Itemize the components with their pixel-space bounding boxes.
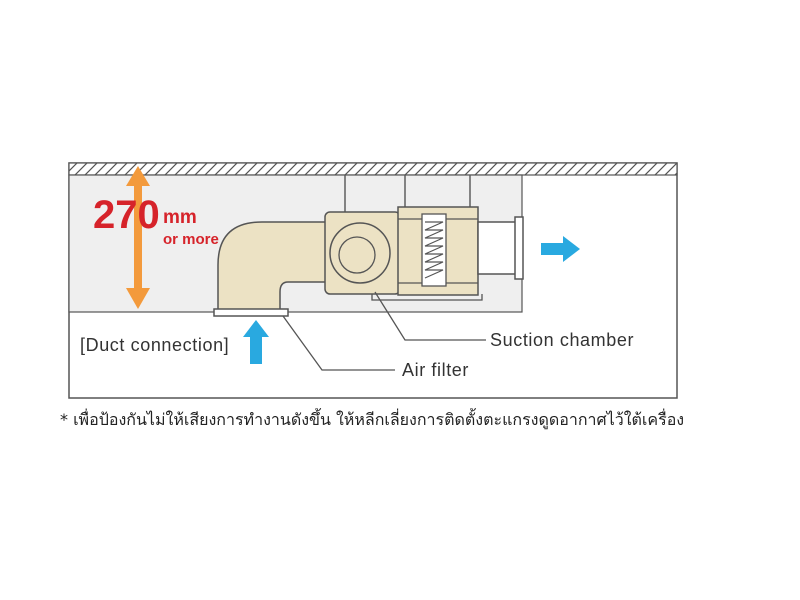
ceiling-slab [68, 162, 678, 176]
discharge-section [477, 221, 519, 275]
suction-chamber-label: Suction chamber [490, 330, 634, 350]
dimension-double-arrow [126, 166, 150, 309]
fan-scroll-outer [329, 222, 391, 284]
duct-connection-label: [Duct connection] [80, 335, 229, 355]
suction-chamber-leader [374, 291, 486, 341]
air-filter-leader [282, 315, 395, 371]
coil-zigzag [424, 221, 444, 279]
dimension-qualifier: or more [163, 231, 219, 248]
unit-base [371, 294, 483, 301]
dimension-value: 270 [93, 193, 160, 237]
discharge-flange [514, 216, 524, 280]
airflow-out-arrow [541, 236, 580, 262]
air-filter-label: Air filter [402, 360, 469, 380]
dimension-unit: mm [163, 207, 197, 228]
airflow-in-arrow [243, 320, 269, 364]
fan-casing [324, 211, 401, 295]
installation-note: * เพื่อป้องกันไม่ให้เสียงการทำงานดังขึ้น… [60, 410, 685, 429]
fan-scroll-inner [338, 236, 376, 274]
intake-grille [213, 308, 289, 317]
